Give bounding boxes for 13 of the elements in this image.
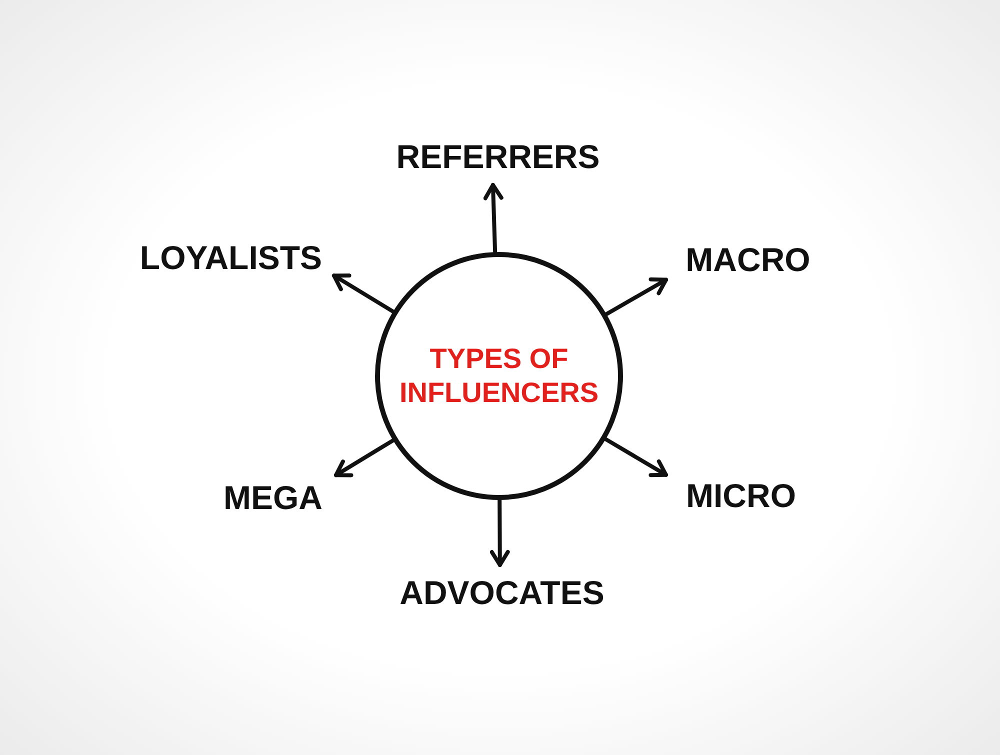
center-title: TYPES OF INFLUENCERS xyxy=(398,342,600,410)
arrow xyxy=(604,437,668,478)
category-label: MACRO xyxy=(666,238,830,282)
category-label: LOYALISTS xyxy=(128,236,334,280)
category-label: MICRO xyxy=(666,472,816,520)
arrow xyxy=(490,498,510,567)
arrow xyxy=(334,438,396,478)
category-label: MEGA xyxy=(210,472,336,524)
arrow xyxy=(483,183,504,254)
arrow xyxy=(604,277,668,316)
arrow xyxy=(332,274,396,314)
category-label: ADVOCATES xyxy=(386,565,618,621)
category-label: REFERRERS xyxy=(378,128,618,185)
